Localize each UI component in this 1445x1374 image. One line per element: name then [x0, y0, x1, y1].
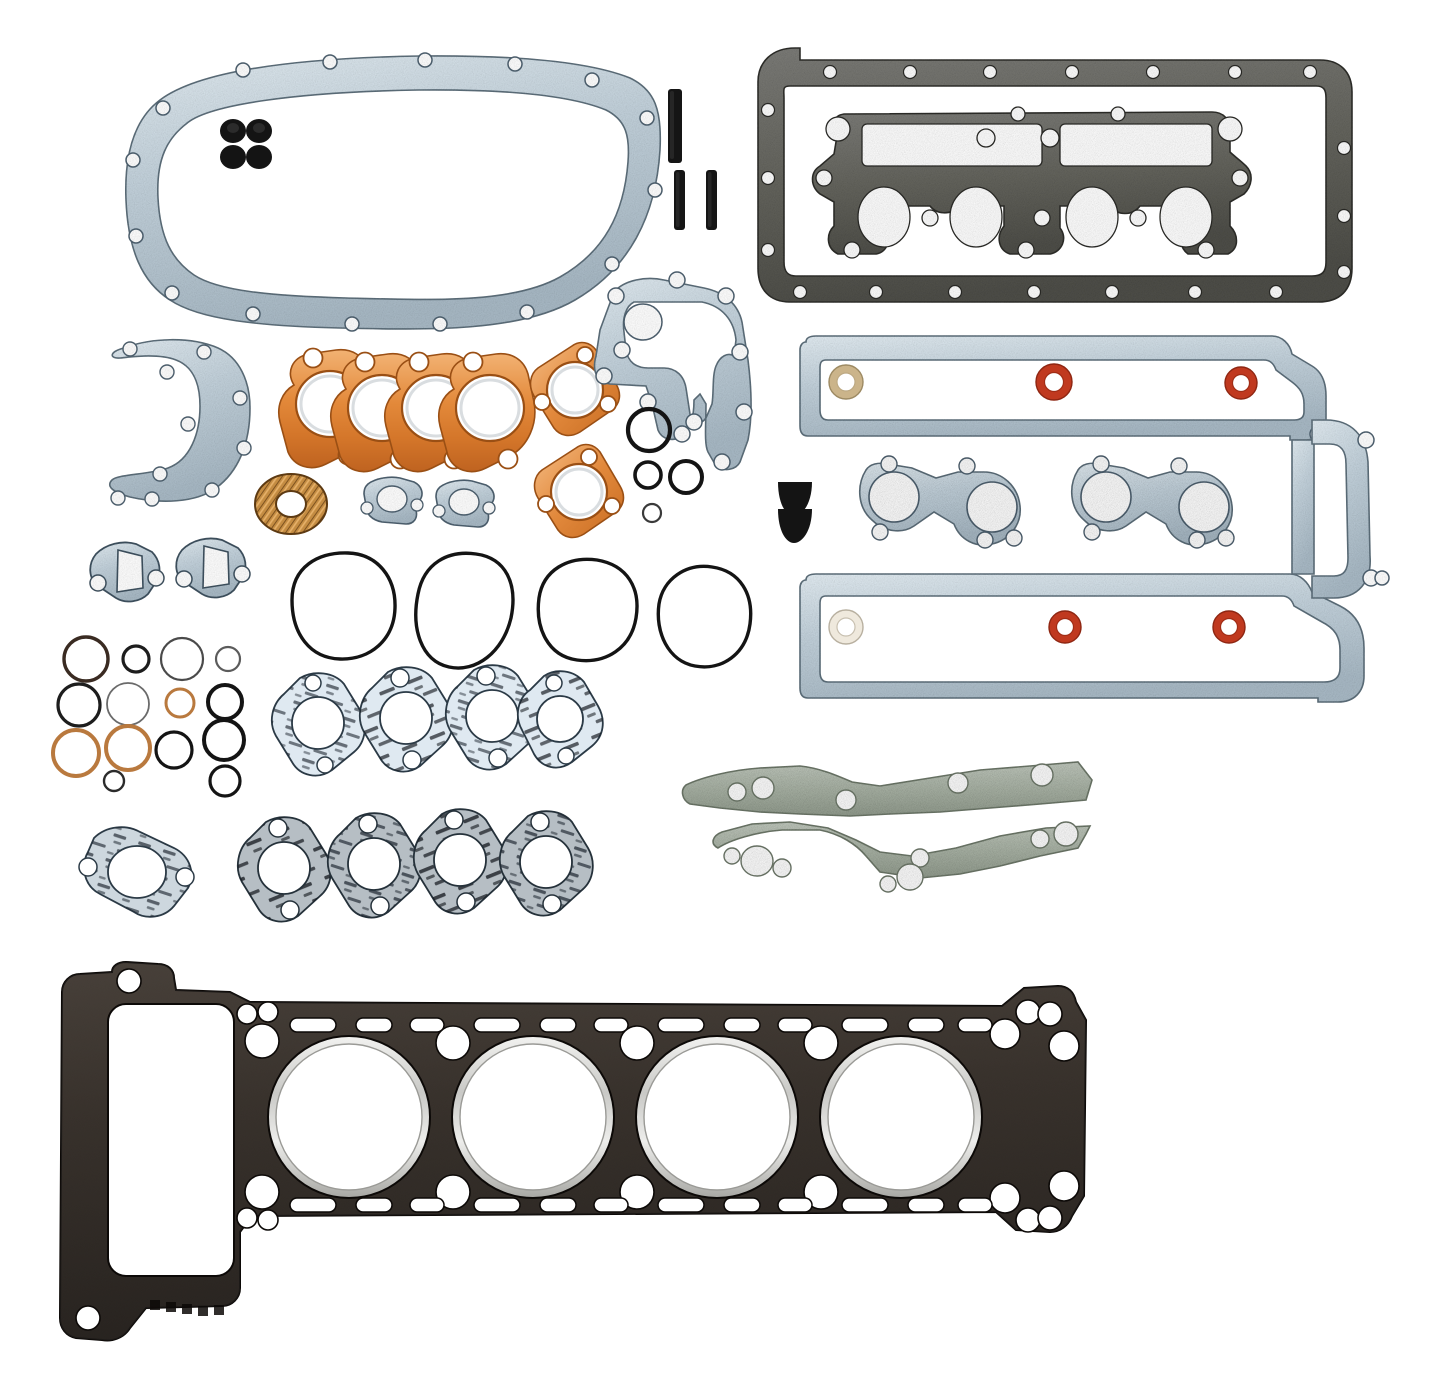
part-half-moon-seals: [778, 482, 812, 543]
part-valve-stem-seals: [220, 119, 272, 169]
part-cylinder-head-gasket: [58, 960, 1088, 1342]
part-water-pump-gasket: [593, 271, 753, 471]
part-oil-pan-gasket: [757, 47, 1353, 303]
part-timing-case-strips: [681, 761, 1093, 893]
part-copper-mesh-washer: [254, 473, 328, 535]
part-exhaust-gaskets-grey: [78, 808, 594, 923]
part-bellhousing-crescent: [108, 338, 252, 507]
part-exhaust-manifold-gaskets: [278, 347, 536, 473]
part-valve-cover-grommets: [828, 363, 1258, 645]
part-dowel-tubes: [668, 89, 717, 230]
part-valve-cover-gasket-lower: [799, 573, 1365, 703]
part-timing-cover-gasket: [125, 52, 663, 332]
part-o-rings-misc: [625, 406, 704, 524]
part-small-flange-gaskets: [89, 537, 251, 603]
part-valve-cover-rail: [1291, 419, 1390, 599]
part-intake-manifold-gasket: [811, 106, 1252, 259]
part-carb-gaskets-blue: [270, 664, 604, 777]
part-port-gaskets-pair: [859, 455, 1235, 549]
part-o-rings-large: [290, 551, 753, 670]
part-thermostat-gaskets: [360, 476, 496, 528]
part-o-rings-small: [51, 635, 246, 798]
